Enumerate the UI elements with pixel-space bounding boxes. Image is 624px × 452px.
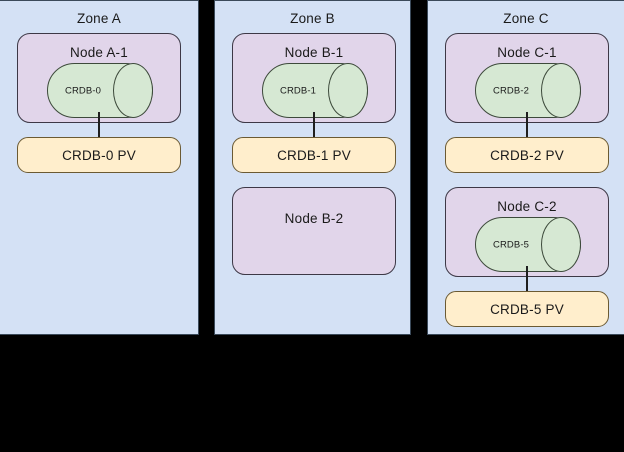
database-cylinder-crdb-5[interactable]: CRDB-5 (475, 217, 581, 272)
node-box-c-2[interactable]: Node C-2 CRDB-5 (445, 187, 609, 277)
cylinder-cap (113, 63, 153, 118)
node-box-b-2[interactable]: Node B-2 (232, 187, 396, 275)
pv-label-crdb-1: CRDB-1 PV (277, 147, 351, 163)
database-label-crdb-1: CRDB-1 (280, 85, 316, 96)
node-a-1-title: Node A-1 (70, 45, 128, 60)
node-c-1-title: Node C-1 (497, 45, 557, 60)
database-label-crdb-5: CRDB-5 (493, 239, 529, 250)
node-box-c-1[interactable]: Node C-1 CRDB-2 (445, 33, 609, 123)
database-label-crdb-2: CRDB-2 (493, 85, 529, 96)
pv-box-crdb-5[interactable]: CRDB-5 PV (445, 291, 609, 327)
cylinder-cap (328, 63, 368, 118)
connector-node-c-1-to-pv (526, 112, 528, 140)
cylinder-cap (541, 63, 581, 118)
node-box-b-1[interactable]: Node B-1 CRDB-1 (232, 33, 396, 123)
database-cylinder-crdb-2[interactable]: CRDB-2 (475, 63, 581, 118)
pv-box-crdb-0[interactable]: CRDB-0 PV (17, 137, 181, 173)
zone-b-title: Zone B (290, 11, 335, 26)
database-cylinder-crdb-0[interactable]: CRDB-0 (47, 63, 153, 118)
database-label-crdb-0: CRDB-0 (65, 85, 101, 96)
node-box-a-1[interactable]: Node A-1 CRDB-0 (17, 33, 181, 123)
database-cylinder-crdb-1[interactable]: CRDB-1 (262, 63, 368, 118)
pv-label-crdb-0: CRDB-0 PV (62, 147, 136, 163)
pv-box-crdb-1[interactable]: CRDB-1 PV (232, 137, 396, 173)
node-c-2-title: Node C-2 (497, 199, 557, 214)
zone-panel-c: Zone C Node C-1 CRDB-2 CRDB-2 PV Node C-… (427, 0, 624, 335)
node-b-1-title: Node B-1 (284, 45, 344, 60)
pv-box-crdb-2[interactable]: CRDB-2 PV (445, 137, 609, 173)
pv-label-crdb-2: CRDB-2 PV (490, 147, 564, 163)
zone-panel-a: Zone A Node A-1 CRDB-0 CRDB-0 PV (0, 0, 199, 335)
zone-panel-b: Zone B Node B-1 CRDB-1 CRDB-1 PV Node B-… (214, 0, 411, 335)
connector-node-a-1-to-pv (98, 112, 100, 140)
cylinder-cap (541, 217, 581, 272)
connector-node-c-2-to-pv (526, 266, 528, 294)
zone-c-title: Zone C (503, 11, 549, 26)
node-b-2-title: Node B-2 (284, 211, 344, 226)
connector-node-b-1-to-pv (313, 112, 315, 140)
pv-label-crdb-5: CRDB-5 PV (490, 301, 564, 317)
zone-a-title: Zone A (77, 11, 121, 26)
